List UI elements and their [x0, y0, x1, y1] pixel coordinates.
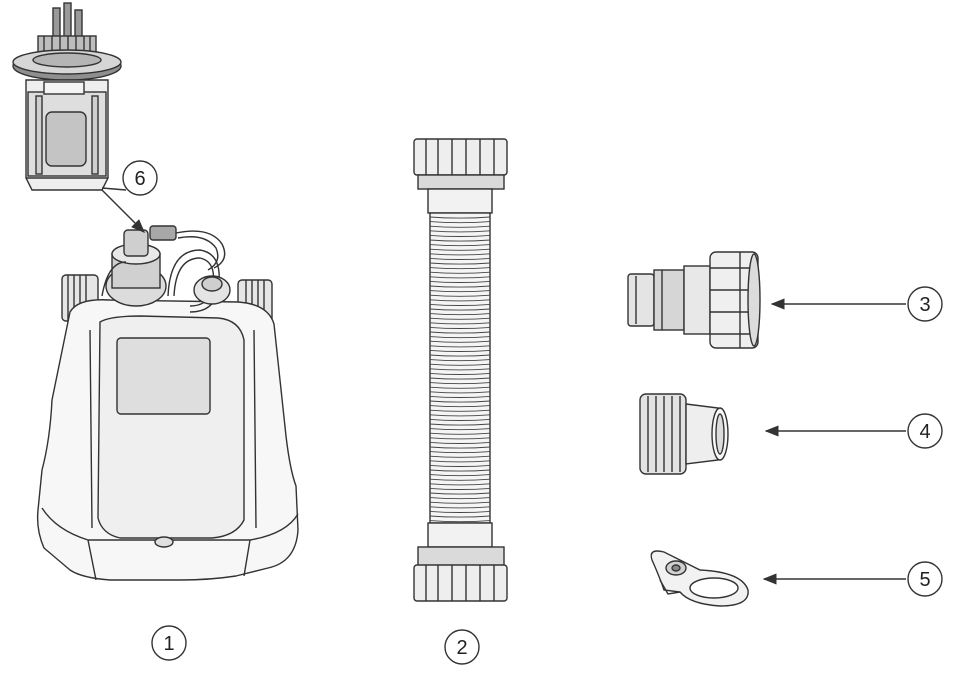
hose-rib: [429, 248, 491, 251]
hose-rib: [429, 428, 491, 431]
hose-rib: [429, 262, 491, 265]
hose-rib: [429, 326, 491, 329]
hose-rib: [429, 299, 491, 302]
hose-rib: [429, 382, 491, 385]
hose-rib: [429, 409, 491, 412]
hose-rib: [429, 391, 491, 394]
hose-rib: [429, 368, 491, 371]
hose-rib: [429, 267, 491, 270]
hose-part-2: [413, 138, 508, 602]
hose-rib: [429, 487, 491, 490]
leader-lines: [101, 187, 906, 585]
hose-rib: [429, 230, 491, 233]
hose-rib: [429, 276, 491, 279]
hose-rib: [429, 432, 491, 435]
hose-rib: [429, 354, 491, 357]
callout-label-6: 6: [134, 168, 145, 190]
hose-rib: [429, 359, 491, 362]
hose-rib: [429, 451, 491, 454]
hose-rib: [429, 322, 491, 325]
hose-rib: [429, 317, 491, 320]
leader-line-6: [101, 187, 127, 191]
hose-rib: [429, 225, 491, 228]
callout-label-5: 5: [919, 569, 930, 591]
hose-rib: [429, 455, 491, 458]
hose-rib: [429, 478, 491, 481]
hose-rib: [429, 271, 491, 274]
hose-clamp-part-5: [650, 550, 749, 607]
hose-rib: [429, 423, 491, 426]
hose-rib: [429, 372, 491, 375]
hose-rib: [429, 405, 491, 408]
hose-rib: [429, 386, 491, 389]
hose-rib: [429, 349, 491, 352]
hose-rib: [429, 437, 491, 440]
hose-rib: [429, 506, 491, 509]
chlorinator-unit-part-1: [36, 225, 299, 581]
hose-rib: [429, 331, 491, 334]
hose-rib: [429, 497, 491, 500]
callout-3: 3: [907, 286, 943, 322]
hose-rib: [429, 308, 491, 311]
hose-rib: [429, 363, 491, 366]
hose-rib: [429, 400, 491, 403]
callout-label-1: 1: [163, 633, 174, 655]
leader-arrow-6: [101, 189, 145, 233]
hose-rib: [429, 510, 491, 513]
hose-rib: [429, 464, 491, 467]
hose-rib: [429, 234, 491, 237]
hose-rib: [429, 280, 491, 283]
hose-rib: [429, 336, 491, 339]
hose-rib: [429, 414, 491, 417]
hose-rib: [429, 469, 491, 472]
hose-rib: [429, 483, 491, 486]
hose-rib: [429, 515, 491, 518]
hose-rib: [429, 253, 491, 256]
callout-2: 2: [444, 629, 480, 665]
callout-label-3: 3: [919, 294, 930, 316]
hose-rib: [429, 290, 491, 293]
hose-rib: [429, 395, 491, 398]
hose-rib: [429, 446, 491, 449]
callout-1: 1: [151, 625, 187, 661]
hose-rib: [429, 377, 491, 380]
hose-rib: [429, 294, 491, 297]
hose-rib: [429, 303, 491, 306]
hose-rib: [429, 418, 491, 421]
callout-label-2: 2: [456, 637, 467, 659]
hose-rib: [429, 239, 491, 242]
hose-rib: [429, 501, 491, 504]
hose-rib: [429, 474, 491, 477]
callout-4: 4: [907, 413, 943, 449]
hose-rib: [429, 313, 491, 316]
callout-label-4: 4: [919, 421, 930, 443]
hose-rib: [429, 257, 491, 260]
hose-rib: [429, 460, 491, 463]
electrode-cell-part-6: [12, 2, 122, 191]
threaded-adapter-part-4: [639, 393, 729, 475]
hose-rib: [429, 216, 491, 219]
hose-rib: [429, 441, 491, 444]
callout-5: 5: [907, 561, 943, 597]
hose-rib: [429, 345, 491, 348]
hose-rib: [429, 244, 491, 247]
adapter-nut-part-3: [627, 251, 761, 349]
hose-rib: [429, 520, 491, 523]
hose-corrugations: [429, 216, 491, 523]
hose-rib: [429, 340, 491, 343]
hose-rib: [429, 221, 491, 224]
hose-rib: [429, 492, 491, 495]
hose-rib: [429, 285, 491, 288]
callout-6: 6: [122, 160, 158, 196]
